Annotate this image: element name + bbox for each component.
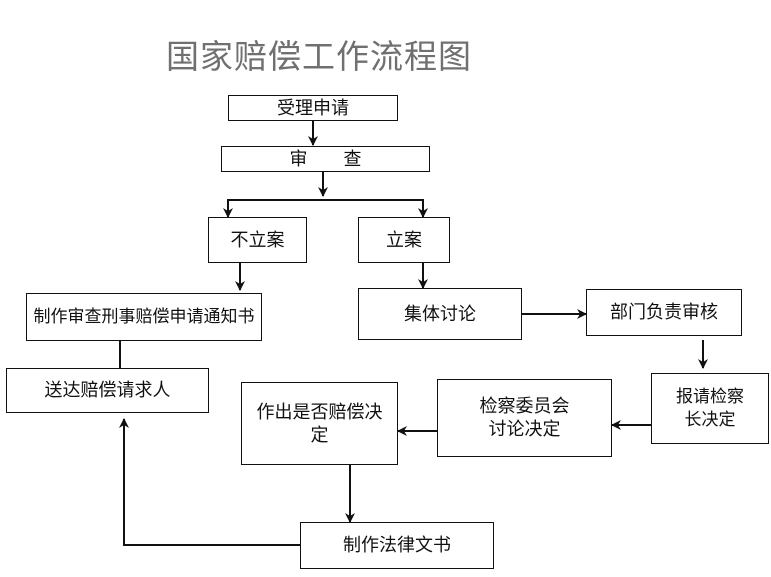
diagram-title: 国家赔偿工作流程图 <box>166 37 472 76</box>
node-department-review: 部门负责审核 <box>586 289 742 336</box>
node-review: 审 查 <box>221 146 430 172</box>
node-compensation-decision: 作出是否赔偿决定 <box>241 382 398 465</box>
node-legal-document: 制作法律文书 <box>300 522 494 569</box>
node-filed: 立案 <box>358 217 450 263</box>
arrow-document-to-deliver <box>119 418 300 546</box>
node-accept-application: 受理申请 <box>228 95 398 121</box>
node-committee-decision: 检察委员会讨论决定 <box>437 379 612 457</box>
node-report-chief: 报请检察长决定 <box>651 373 769 444</box>
node-deliver-claimant: 送达赔偿请求人 <box>6 368 209 413</box>
node-collective-discussion: 集体讨论 <box>358 288 522 340</box>
node-make-notice: 制作审查刑事赔偿申请通知书 <box>26 293 262 341</box>
node-not-filed: 不立案 <box>208 217 307 263</box>
connector-branch <box>227 199 424 216</box>
